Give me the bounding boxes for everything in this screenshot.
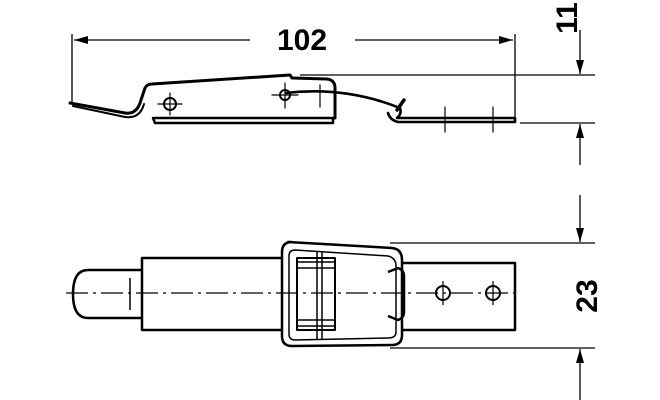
- length-dimension: [71, 34, 516, 118]
- latch-side-view: [68, 73, 517, 133]
- width-dimension: [390, 195, 595, 400]
- width-label: 23: [571, 279, 604, 312]
- height-label: 11: [551, 2, 584, 34]
- length-label: 102: [277, 24, 327, 57]
- latch-top-view: [66, 240, 520, 348]
- height-dimension: [300, 30, 595, 165]
